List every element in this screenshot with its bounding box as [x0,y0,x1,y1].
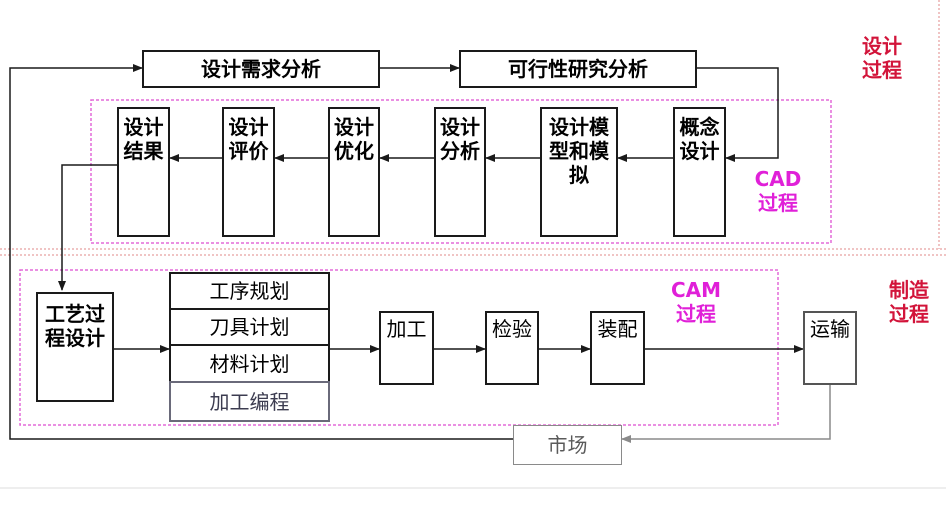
inspection-box: 检验 [485,311,539,385]
arrows [9,64,831,443]
tool-plan-cell: 刀具计划 [169,308,330,346]
design-requirement-analysis-box: 设计需求分析 [142,50,380,88]
design-analysis-box: 设计分析 [434,107,486,237]
feasibility-analysis-box: 可行性研究分析 [459,50,697,88]
process-plan-cell: 工序规划 [169,272,330,310]
design-result-box: 设计结果 [117,107,170,237]
material-plan-cell: 材料计划 [169,344,330,383]
concept-design-box: 概念设计 [673,107,726,237]
assembly-box: 装配 [590,311,645,385]
manufacturing-process-label: 制造过程 [889,278,929,326]
arrow-feasibility-to-concept [697,67,779,162]
arrow-market-to-requirement [9,64,513,440]
machining-box: 加工 [379,311,434,385]
design-optimization-box: 设计优化 [328,107,380,237]
arrow-result-to-planning [58,164,117,291]
design-evaluation-box: 设计评价 [222,107,275,237]
cam-frame [19,269,779,426]
cad-frame [90,99,832,244]
process-planning-box: 工艺过程设计 [36,292,114,402]
plans-stack: 工序规划 刀具计划 材料计划 加工编程 [169,272,330,422]
nc-programming-cell: 加工编程 [169,381,330,422]
transport-box: 运输 [803,311,857,385]
arrow-transport-to-market [621,385,831,443]
section-dividers [0,0,946,256]
cam-label: CAM过程 [670,278,722,326]
cad-label: CAD过程 [754,167,802,215]
market-box: 市场 [513,425,622,465]
modeling-simulation-box: 设计模型和模拟 [540,107,618,237]
design-process-label: 设计过程 [862,34,902,82]
